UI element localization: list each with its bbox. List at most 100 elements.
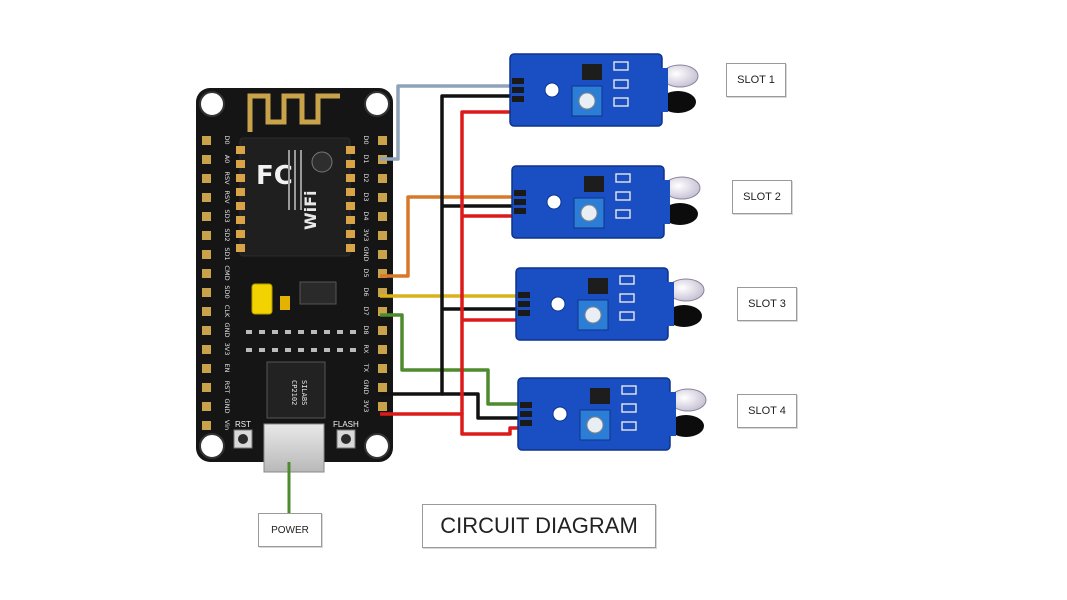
chip-label-line-2: CP2102 xyxy=(290,380,298,405)
pin-label: RSV xyxy=(223,190,231,204)
wifi-logo: WiFi xyxy=(301,190,320,230)
resistor-pad xyxy=(613,79,629,89)
header-pin xyxy=(202,421,211,430)
slot-3-label: SLOT 3 xyxy=(737,287,797,321)
smd-components xyxy=(246,330,356,352)
smd-part xyxy=(311,330,317,334)
smd-part xyxy=(298,330,304,334)
mount-hole-icon xyxy=(199,433,225,459)
comparator-chip xyxy=(590,388,610,404)
ir-receiver-led-icon xyxy=(666,305,702,327)
pin-label: Vin xyxy=(223,420,231,430)
wire-vcc-main xyxy=(380,412,518,436)
header-pin xyxy=(378,269,387,278)
header-pin xyxy=(378,193,387,202)
header-pin xyxy=(202,136,211,145)
pin-label: D3 xyxy=(362,192,370,201)
resistor-pad xyxy=(615,173,631,183)
header-pin xyxy=(378,402,387,411)
slot-1-label: SLOT 1 xyxy=(726,63,786,97)
smd-part xyxy=(350,330,356,334)
header-pin xyxy=(378,288,387,297)
yellow-capacitor xyxy=(251,283,273,315)
pin-label: D6 xyxy=(362,287,370,296)
resistor-pad xyxy=(613,61,629,71)
mount-hole-icon xyxy=(546,194,562,210)
sensor-pin xyxy=(514,190,526,196)
ir-sensor-2 xyxy=(511,165,701,239)
pin-label: GND xyxy=(223,399,231,414)
module-pad xyxy=(236,230,245,238)
usb-connector xyxy=(263,423,325,473)
pin-label: D4 xyxy=(362,211,370,220)
smd-part xyxy=(350,348,356,352)
pin-label: GND xyxy=(223,323,231,338)
slot-2-label: SLOT 2 xyxy=(732,180,792,214)
smd-part xyxy=(324,348,330,352)
wires xyxy=(287,84,518,513)
mount-hole-icon xyxy=(364,433,390,459)
pin-label: D5 xyxy=(362,268,370,277)
resistor-pad xyxy=(619,293,635,303)
smd-part xyxy=(337,330,343,334)
comparator-chip xyxy=(582,64,602,80)
resistor-pad xyxy=(619,311,635,321)
wire-signal-slot-1 xyxy=(380,84,510,161)
sensor-pin xyxy=(512,96,524,102)
wire-gnd-main xyxy=(380,94,510,396)
module-pads-right xyxy=(346,146,355,252)
sensor-pin xyxy=(514,199,526,205)
potentiometer-knob-icon xyxy=(580,204,598,222)
module-pads-left xyxy=(236,146,245,252)
potentiometer-knob-icon xyxy=(578,92,596,110)
led-leads xyxy=(664,392,676,436)
power-label: POWER xyxy=(258,513,322,547)
pin-label: 3V3 xyxy=(362,229,370,242)
module-pad xyxy=(236,202,245,210)
smd-part xyxy=(259,348,265,352)
sensor-pin xyxy=(512,87,524,93)
pin-label: D0 xyxy=(362,135,370,144)
header-pin xyxy=(202,326,211,335)
voltage-regulator xyxy=(280,296,290,310)
wire-signal-slot-2 xyxy=(380,195,512,278)
module-pad xyxy=(236,188,245,196)
wifi-badge-icon xyxy=(311,151,333,173)
pin-label: TX xyxy=(362,363,370,373)
resistor-pad xyxy=(621,385,637,395)
module-pad xyxy=(236,174,245,182)
pin-label: A0 xyxy=(223,155,231,164)
pin-label: EN xyxy=(223,364,231,373)
header-pin xyxy=(202,364,211,373)
diagram-title: CIRCUIT DIAGRAM xyxy=(422,504,656,548)
mount-hole-icon xyxy=(199,91,225,117)
smd-part xyxy=(285,330,291,334)
header-pin xyxy=(202,402,211,411)
ir-receiver-led-icon xyxy=(660,91,696,113)
smd-part xyxy=(272,348,278,352)
header-pin xyxy=(202,383,211,392)
resistor-pad xyxy=(613,97,629,107)
comparator-chip xyxy=(588,278,608,294)
pin-label: SD0 xyxy=(223,285,231,298)
resistor-pad xyxy=(615,191,631,201)
smd-part xyxy=(298,348,304,352)
ir-sensor-modules xyxy=(509,53,707,451)
antenna-trace-icon xyxy=(247,93,340,132)
sensor-pin xyxy=(520,402,532,408)
pin-label: SD3 xyxy=(223,209,231,222)
slot-4-label: SLOT 4 xyxy=(737,394,797,428)
header-pin xyxy=(378,231,387,240)
led-leads xyxy=(656,68,668,112)
header-pin xyxy=(202,345,211,354)
smd-part xyxy=(259,330,265,334)
pin-label: CMD xyxy=(223,265,231,280)
ir-receiver-led-icon xyxy=(668,415,704,437)
pin-label: D2 xyxy=(362,173,370,182)
resistor-pad xyxy=(615,209,631,219)
pin-label: D0 xyxy=(223,135,231,144)
pin-label: D8 xyxy=(362,325,370,334)
header-pin xyxy=(378,364,387,373)
header-pin xyxy=(378,212,387,221)
